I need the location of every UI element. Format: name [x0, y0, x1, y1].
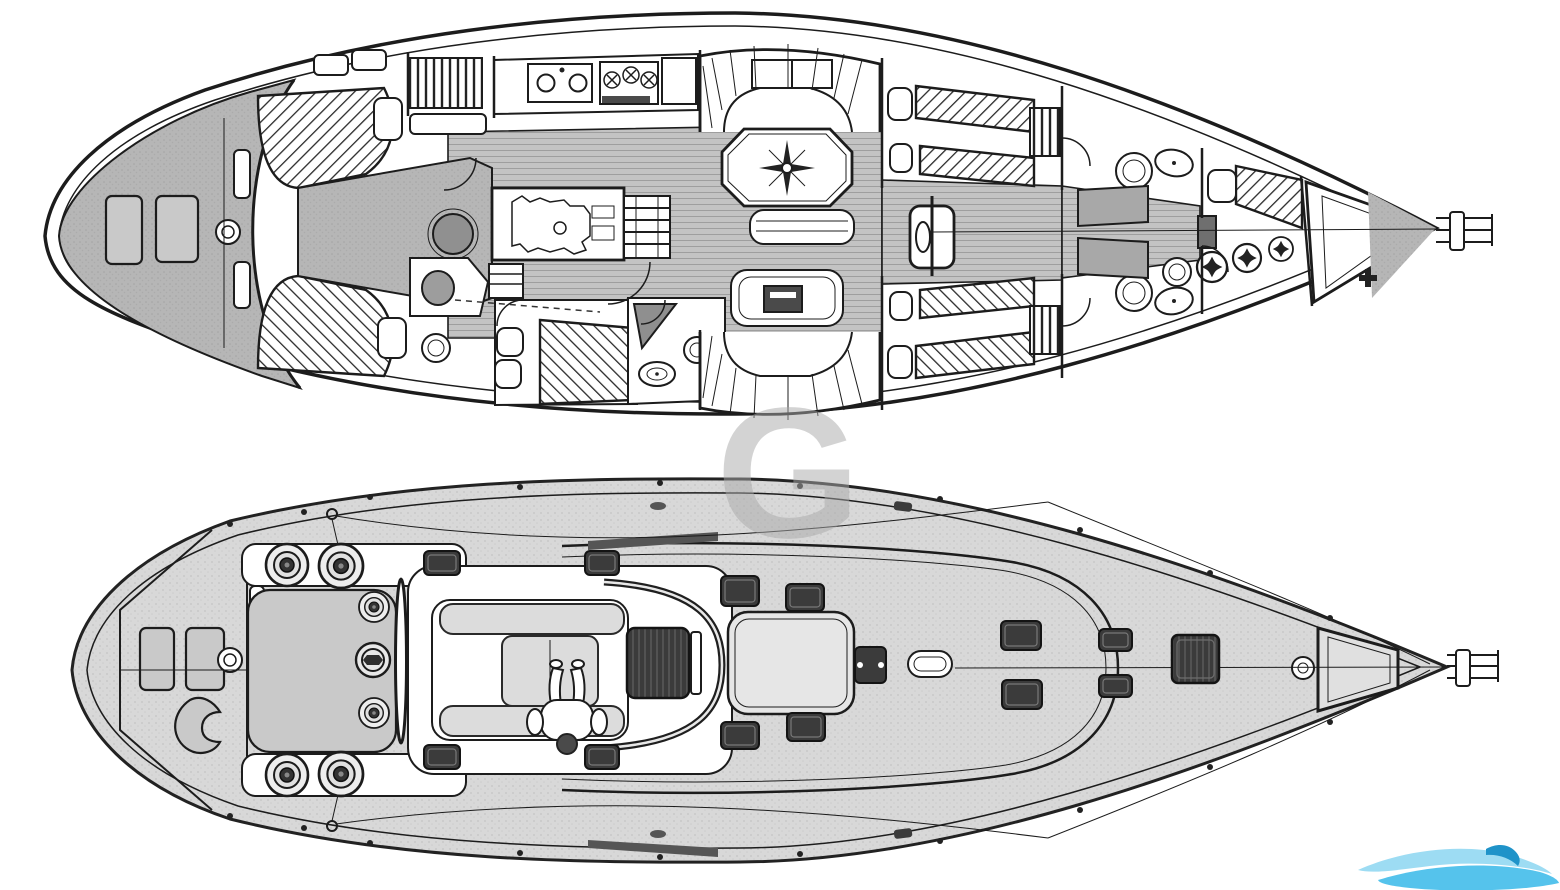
forward-bunk-cabins [914, 84, 1061, 380]
berth-pillow [887, 87, 913, 121]
stanchion-icon [797, 483, 803, 489]
stanchion-icon [1077, 527, 1083, 533]
deck-hatch [1098, 674, 1133, 698]
windlass [907, 650, 953, 678]
stanchion-icon [937, 838, 943, 844]
mast-step [908, 196, 956, 276]
deck-bowsprit [1447, 649, 1499, 687]
berth-pillow [889, 291, 913, 321]
stanchion-icon [367, 840, 373, 846]
companionway-hatch [625, 626, 691, 700]
berth-pillow [889, 143, 913, 173]
stanchion-icon [1077, 807, 1083, 813]
berth-pillow [496, 327, 524, 357]
deck-hatch [584, 550, 620, 576]
berth-pillow [377, 317, 407, 359]
bowsprit [1436, 211, 1493, 251]
genoa-track [588, 840, 718, 857]
berth-pillow [494, 359, 522, 389]
engine-room [490, 186, 626, 262]
mast-base [854, 646, 887, 684]
sink-icon [536, 73, 556, 93]
deck-hatch [720, 721, 760, 750]
deck-hatch [786, 712, 826, 742]
slatted-locker [407, 57, 483, 109]
stanchion-icon [517, 484, 523, 490]
bulkheads [406, 50, 1314, 410]
sheet-fittings [301, 508, 339, 832]
steering-wheel-icon [394, 577, 408, 745]
galley [493, 52, 699, 116]
stanchion-icon [1207, 570, 1213, 576]
stanchion-icon [657, 480, 663, 486]
stanchion-icon [1207, 764, 1213, 770]
compass-rose-icon [759, 140, 815, 196]
companionway-steps [623, 195, 671, 259]
forward-heads [1061, 137, 1217, 327]
stove [599, 61, 659, 105]
berth-pillow [1207, 169, 1237, 203]
stanchion-icon [1327, 719, 1333, 725]
interior-plan-view [43, 11, 1493, 420]
burner-icons [603, 66, 658, 89]
stern-locker [138, 626, 176, 692]
stanchion-icon [227, 813, 233, 819]
deck-hatch [1000, 620, 1042, 651]
sink-icon [1115, 152, 1153, 190]
brand-logo [1358, 845, 1559, 890]
deck-hatch [785, 583, 825, 612]
watermark-letter: G [716, 370, 861, 577]
swim-ladder-icon [174, 696, 222, 755]
winch-icon [264, 752, 310, 798]
skylight [726, 610, 856, 716]
stern-locker [104, 194, 144, 266]
stanchion-icon [227, 521, 233, 527]
salon [698, 44, 882, 420]
stern-locker [154, 194, 200, 264]
mid-cabin [494, 299, 638, 407]
stanchion-icon [367, 494, 373, 500]
berth-pillow [887, 345, 913, 379]
deck-hatch [584, 744, 620, 770]
stanchion-icon [937, 496, 943, 502]
stanchion-icon [1327, 615, 1333, 621]
deck-hatch [423, 744, 461, 770]
helm-pedestal-icon [354, 641, 392, 679]
helmsman-figure [526, 659, 608, 755]
winch-icon [358, 591, 390, 623]
winch-icon [264, 542, 310, 588]
vent-flower-icon [1231, 242, 1263, 274]
deck-hatch [720, 575, 760, 607]
vent-flower-icon [1268, 236, 1294, 262]
stanchion-icon [517, 850, 523, 856]
stanchion-icon [797, 851, 803, 857]
deck-plan-view [70, 477, 1499, 864]
winch-icon [317, 750, 365, 798]
winch-icon [358, 697, 390, 729]
deck-hatch [423, 550, 461, 576]
bow-cabin [1162, 164, 1440, 305]
stanchion-icon [657, 854, 663, 860]
sink-icon [1115, 274, 1153, 312]
foredeck-big-hatch [1170, 633, 1221, 685]
winch-icon [317, 542, 365, 590]
deck-hatch [1001, 679, 1043, 710]
foredeck [120, 626, 1448, 713]
deck-hatch [1098, 628, 1133, 652]
sink-icon [568, 73, 588, 93]
porthole-icon [215, 219, 241, 245]
berth-pillow [373, 97, 403, 141]
